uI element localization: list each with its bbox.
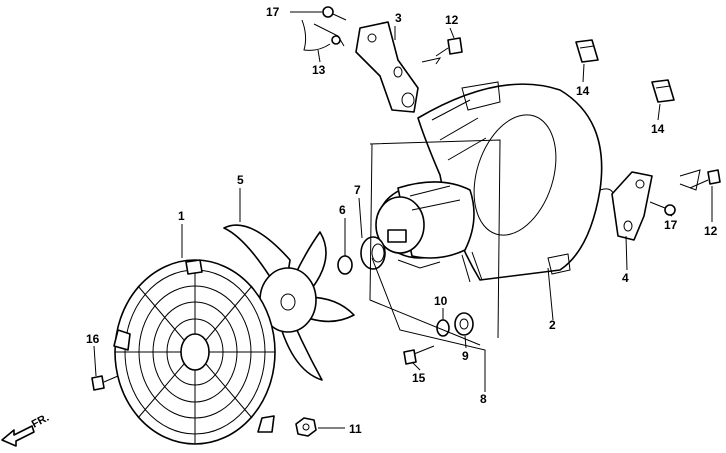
callout-17-right: 17	[664, 218, 678, 232]
fan-motor	[375, 181, 483, 283]
bolt-part-12-right	[689, 169, 721, 189]
callout-10: 10	[434, 294, 448, 308]
callout-13: 13	[312, 63, 326, 77]
callout-1: 1	[178, 209, 185, 223]
callout-15: 15	[412, 371, 426, 385]
callout-6: 6	[339, 203, 346, 217]
bolt-part-15	[403, 345, 435, 365]
front-direction-label: FR.	[30, 412, 51, 431]
bolt-part-17-right	[649, 201, 676, 216]
callout-8: 8	[480, 392, 487, 406]
clip-part-14-a	[575, 39, 599, 63]
callout-16: 16	[86, 332, 100, 346]
callout-4: 4	[622, 271, 629, 285]
screw-part-16	[91, 375, 119, 391]
bracket-part-4	[611, 171, 653, 241]
bracket-part-3	[355, 21, 419, 113]
callout-12-right: 12	[704, 224, 718, 238]
washer-part-6	[337, 255, 353, 275]
leader-lines	[93, 11, 713, 429]
grommet-part-9	[454, 312, 474, 336]
callout-11: 11	[349, 422, 362, 436]
bolt-part-17-top	[322, 6, 347, 21]
callout-2: 2	[549, 318, 556, 332]
callout-17-top: 17	[266, 5, 280, 19]
nut-part-11	[295, 417, 317, 437]
callout-7: 7	[354, 183, 361, 197]
harness-clip-part-13	[301, 19, 345, 51]
callout-9: 9	[462, 349, 469, 363]
collar-part-7	[360, 236, 386, 270]
callout-numbers: 1 2 3 4 5 6 7 8 9 10 11 12 12 13 14 14 1…	[86, 5, 718, 436]
front-direction-arrow: FR.	[1, 412, 51, 447]
bolt-part-12-top	[435, 37, 463, 57]
clip-part-14-b	[651, 79, 675, 103]
callout-14-b: 14	[651, 122, 665, 136]
callout-14-a: 14	[576, 84, 590, 98]
callout-12-top: 12	[445, 13, 459, 27]
callout-5: 5	[237, 173, 244, 187]
fan-guard	[113, 259, 276, 445]
callout-3: 3	[395, 11, 402, 25]
